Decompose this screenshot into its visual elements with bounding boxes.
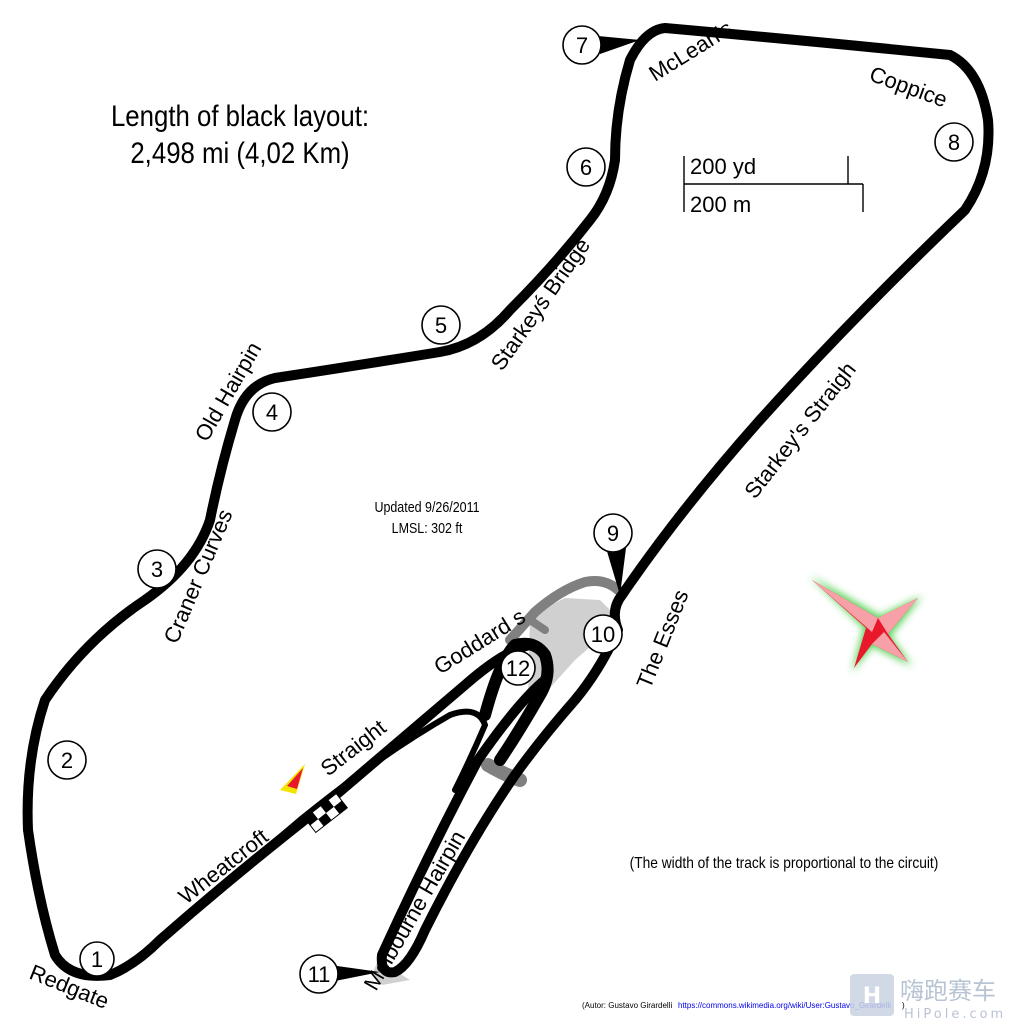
turn-4-label: 4 [266,400,278,425]
scale-bar [683,156,864,212]
turn-12-marker: 12 [500,650,536,686]
lmsl-elevation: LMSL: 302 ft [392,520,463,536]
compass-icon [810,576,922,672]
main-track [22,23,994,981]
start-finish-flag [303,792,349,834]
watermark-logo-icon [850,974,894,1016]
length-line-1: Length of black layout: [111,99,369,132]
turn-9-marker: 9 [593,513,633,595]
turn-2-label: 2 [61,748,73,773]
length-heading: Length of black layout: 2,498 mi (4,02 K… [111,99,369,169]
length-line-2: 2,498 mi (4,02 Km) [130,136,349,169]
credit-link[interactable]: https://commons.wikimedia.org/wiki/User:… [678,1001,891,1010]
author-credit: (Autor: Gustavo Girardelli https://commo… [582,1001,905,1010]
watermark-cn: 嗨跑赛车 [900,977,996,1005]
turn-1-label: 1 [91,947,103,972]
watermark-en: HiPole.com [904,1007,1006,1022]
scale-yd-label: 200 yd [690,154,756,179]
turn-6-label: 6 [580,155,592,180]
turn-7-marker: 7 [562,25,640,65]
turn-12-label: 12 [506,656,530,681]
turn-markers: 1 2 3 4 5 6 7 8 [47,25,974,994]
turn-8-marker: 8 [934,122,974,162]
pit-lane [162,708,488,938]
width-note: (The width of the track is proportional … [630,854,939,872]
updated-date: Updated 9/26/2011 [374,499,479,515]
corner-starkeys-bridge: Starkeyś Bridge [486,233,596,375]
turn-11-marker: 11 [299,954,380,994]
corner-the-esses: The Esses [631,586,693,692]
direction-arrow-icon [280,764,305,794]
svg-text:H: H [863,984,881,1009]
turn-8-label: 8 [948,130,960,155]
turn-10-marker: 10 [583,614,623,654]
goddards-inner-link [526,616,549,634]
credit-close: ) [902,1001,905,1010]
turn-5-label: 5 [435,313,447,338]
turn-5-marker: 5 [421,305,461,345]
goddards-loop-link [505,576,623,645]
turn-4-marker: 4 [252,392,292,432]
turn-10-label: 10 [591,622,615,647]
turn-9-label: 9 [607,521,619,546]
corner-coppice: Coppice [866,61,950,112]
watermark: H 嗨跑赛车 HiPole.com [850,974,1006,1022]
turn-1-marker: 1 [79,941,115,977]
turn-11-label: 11 [308,962,331,987]
turn-3-marker: 3 [137,549,177,589]
corner-straight: Straight [316,715,391,781]
turn-7-label: 7 [576,33,588,58]
corner-wheatcroft: Wheatcroft [174,824,273,909]
scale-m-label: 200 m [690,192,751,217]
corner-melbourne-hairpin: Melbourne Hairpin [359,826,471,994]
turn-2-marker: 2 [47,740,87,780]
turn-6-marker: 6 [566,147,606,187]
turn-3-label: 3 [151,557,163,582]
credit-author: (Autor: Gustavo Girardelli [582,1001,672,1010]
